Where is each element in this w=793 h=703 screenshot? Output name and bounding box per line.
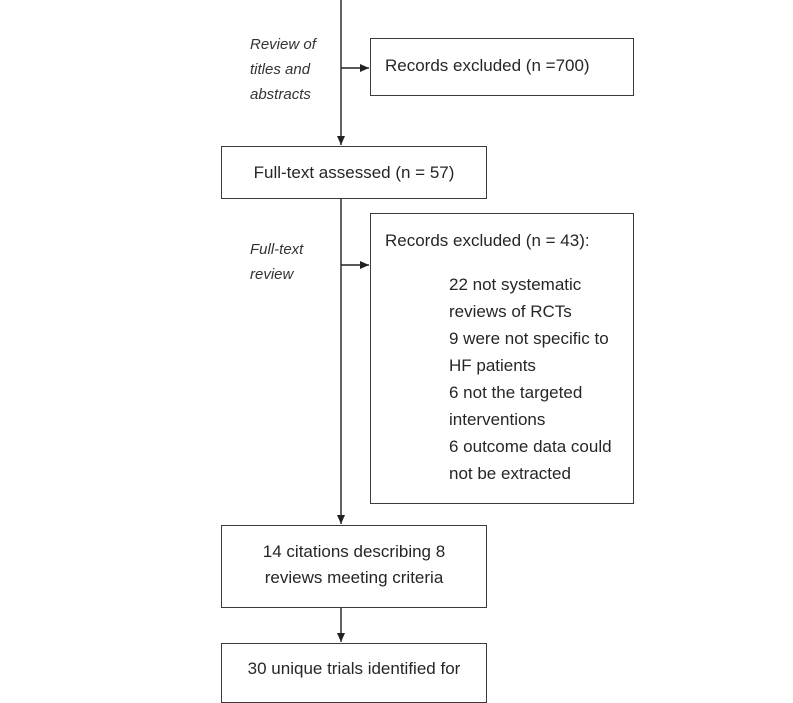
trials-text: 30 unique trials identified for [247,659,461,678]
stage-label-full-text-review: Full-text review [250,241,304,283]
excluded-title-abstract-text: Records excluded (n =700) [385,56,590,75]
citations-line-1: 14 citations describing 8 [262,542,446,561]
trials-box: 30 unique trials identified for [221,643,487,703]
full-text-assessed-box: Full-text assessed (n = 57) [221,146,487,199]
exclusion-reason: 9 were not specific to HF patients [449,329,609,375]
excluded-full-text-heading: Records excluded (n = 43): [385,231,590,250]
exclusion-reason: 6 not the targeted interventions [449,383,583,429]
flow-connectors [337,0,369,642]
exclusion-reasons-list: 22 not systematic reviews of RCTs 9 were… [449,271,629,487]
full-text-assessed-text: Full-text assessed (n = 57) [253,163,455,182]
excluded-full-text-box: Records excluded (n = 43): 22 not system… [370,213,634,504]
citations-box: 14 citations describing 8 reviews meetin… [221,525,487,608]
exclusion-reason: 22 not systematic reviews of RCTs [449,275,582,321]
stage-label-title-abstract-review: Review of titles and abstracts [250,36,316,103]
excluded-title-abstract-box: Records excluded (n =700) [370,38,634,96]
exclusion-reason: 6 outcome data could not be extracted [449,437,612,483]
citations-line-2: reviews meeting criteria [264,568,444,587]
